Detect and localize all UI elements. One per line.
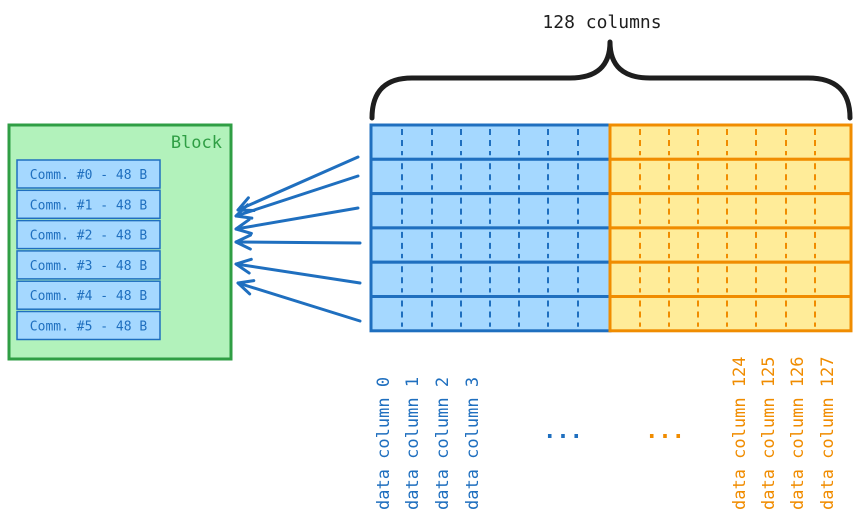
commitment-list: Comm. #0 - 48 B Comm. #1 - 48 B Comm. #2 -…: [16, 159, 161, 341]
row-arrows: [234, 155, 362, 323]
commitment-label: Comm. #2 - 48 B: [30, 229, 148, 244]
arrow: [236, 155, 360, 213]
block-title: Block: [171, 133, 222, 153]
arrow: [234, 257, 362, 285]
column-label: data column 3: [463, 377, 483, 510]
commitment-item: Comm. #5 - 48 B: [16, 310, 161, 341]
commitment-item: Comm. #2 - 48 B: [16, 219, 161, 250]
column-label: data column 126: [788, 356, 808, 510]
commitment-label: Comm. #4 - 48 B: [30, 289, 148, 304]
column-label: data column 125: [759, 356, 779, 510]
matrix-row-orange: [608, 123, 853, 161]
commitment-box: [16, 159, 161, 189]
commitment-label: Comm. #0 - 48 B: [30, 168, 148, 183]
ellipsis-right: ...: [645, 419, 685, 444]
commitment-label: Comm. #1 - 48 B: [30, 198, 148, 213]
commitment-label: Comm. #3 - 48 B: [30, 259, 148, 274]
data-matrix: [369, 123, 853, 333]
curly-brace: [369, 39, 853, 121]
column-label: data column 0: [374, 377, 394, 510]
column-labels: data column 0 data column 1 data column 2 d…: [374, 356, 838, 510]
column-label: data column 2: [433, 377, 453, 510]
column-label: data column 124: [730, 356, 750, 510]
matrix-row-orange: [608, 226, 853, 264]
column-label: data column 1: [403, 377, 423, 510]
commitment-label: Comm. #5 - 48 B: [30, 320, 148, 335]
arrow: [234, 233, 362, 251]
ellipsis-left: ...: [543, 419, 583, 444]
commitment-box: [16, 189, 161, 220]
commitment-item: Comm. #0 - 48 B: [16, 159, 161, 189]
commitment-box: [16, 250, 161, 280]
column-label: data column 127: [818, 356, 838, 510]
commitment-box: [16, 219, 161, 250]
commitment-box: [16, 280, 161, 310]
commitment-box: [16, 310, 161, 341]
commitment-item: Comm. #4 - 48 B: [16, 280, 161, 310]
arrow: [234, 174, 360, 220]
matrix-row-orange: [608, 295, 853, 333]
commitment-item: Comm. #3 - 48 B: [16, 250, 161, 280]
arrow: [236, 279, 362, 323]
arrow: [234, 206, 360, 235]
brace-label: 128 columns: [542, 12, 661, 33]
commitment-item: Comm. #1 - 48 B: [16, 189, 161, 220]
